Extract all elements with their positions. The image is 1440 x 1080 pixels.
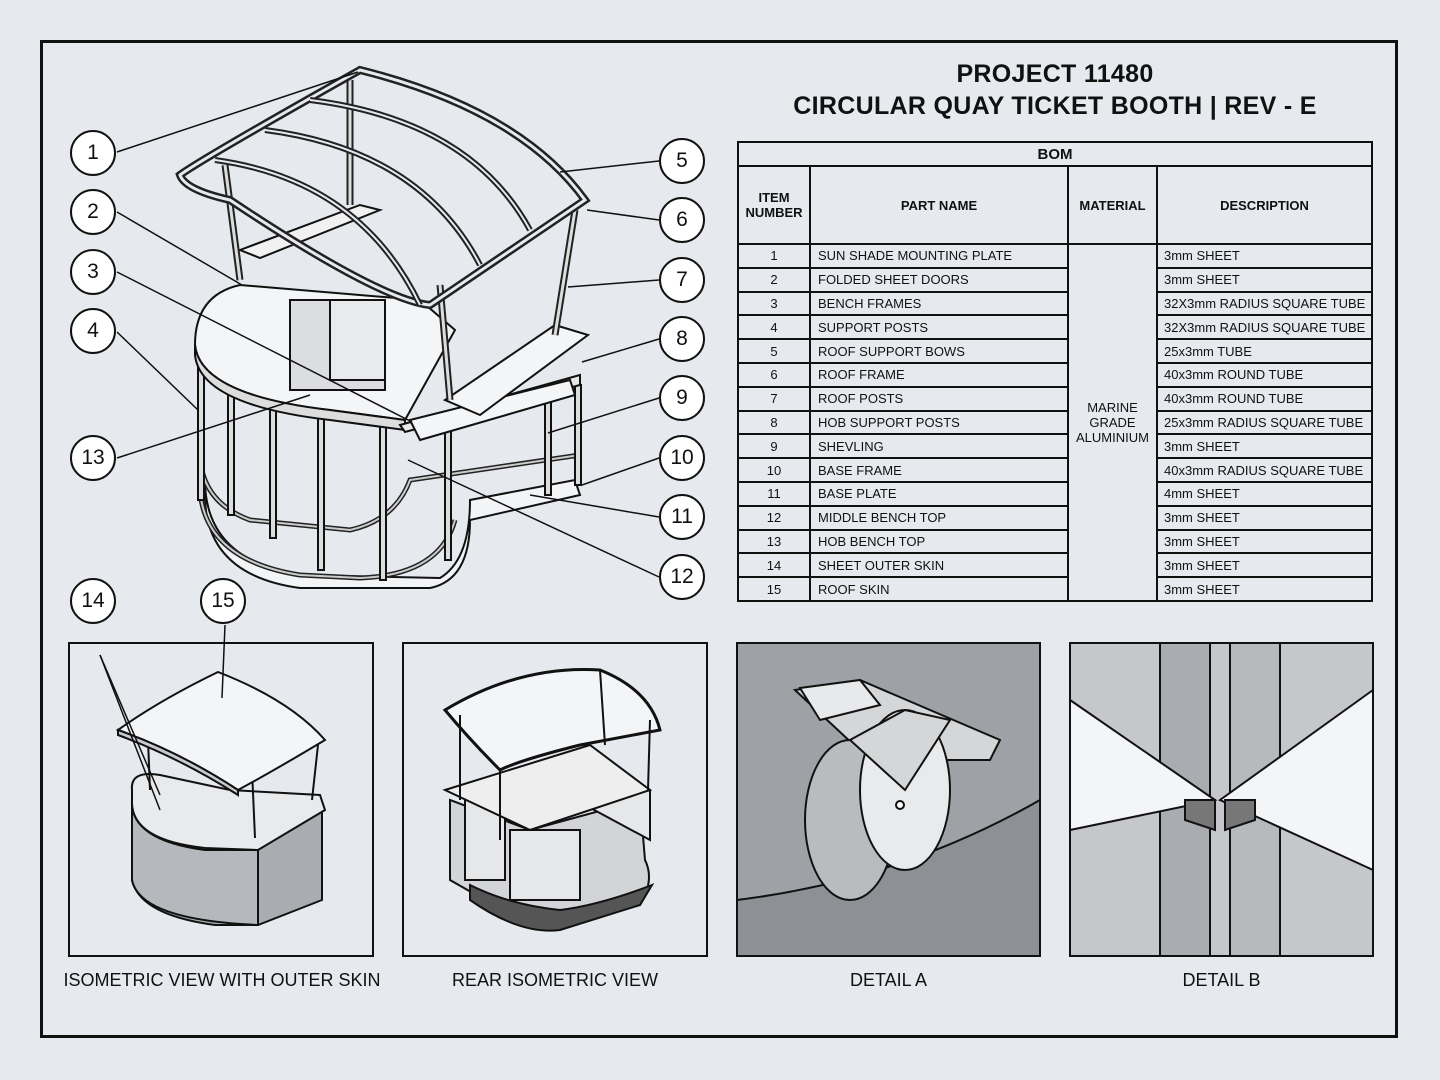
caption-detail-b: DETAIL B (1182, 970, 1261, 990)
callout-8: 8 (659, 316, 705, 362)
bom-description: 3mm SHEET (1156, 552, 1373, 579)
bom-part-name: SHEET OUTER SKIN (809, 552, 1069, 579)
callout-10: 10 (659, 435, 705, 481)
bom-part-name: MIDDLE BENCH TOP (809, 504, 1069, 531)
bom-table: BOM ITEM NUMBER PART NAME MATERIAL DESCR… (737, 141, 1373, 602)
caption-detail-a: DETAIL A (849, 970, 928, 990)
callout-11: 11 (659, 494, 705, 540)
bom-description: 32X3mm RADIUS SQUARE TUBE (1156, 314, 1373, 341)
bom-item-number: 15 (737, 576, 811, 602)
bom-description: 3mm SHEET (1156, 266, 1373, 293)
bom-description: 25x3mm TUBE (1156, 338, 1373, 364)
bom-description: 3mm SHEET (1156, 243, 1373, 269)
callout-6: 6 (659, 197, 705, 243)
caption-rear-iso: REAR ISOMETRIC VIEW (451, 970, 658, 990)
bom-part-name: SUPPORT POSTS (809, 314, 1069, 341)
callout-4: 4 (70, 308, 116, 354)
bom-part-name: HOB BENCH TOP (809, 528, 1069, 555)
callout-13: 13 (70, 435, 116, 481)
bom-part-name: ROOF SKIN (809, 576, 1069, 602)
bom-item-number: 10 (737, 457, 811, 483)
bom-item-number: 1 (737, 243, 811, 269)
bom-part-name: SUN SHADE MOUNTING PLATE (809, 243, 1069, 269)
bom-part-name: HOB SUPPORT POSTS (809, 409, 1069, 436)
bom-item-number: 5 (737, 338, 811, 364)
bom-item-number: 12 (737, 504, 811, 531)
bom-item-number: 11 (737, 480, 811, 507)
bom-description: 40x3mm RADIUS SQUARE TUBE (1156, 457, 1373, 483)
bom-description: 32X3mm RADIUS SQUARE TUBE (1156, 290, 1373, 317)
bom-heading: BOM (737, 141, 1373, 167)
bom-part-name: ROOF SUPPORT BOWS (809, 338, 1069, 364)
bom-part-name: FOLDED SHEET DOORS (809, 266, 1069, 293)
callout-14: 14 (70, 578, 116, 624)
bom-description: 3mm SHEET (1156, 528, 1373, 555)
bom-part-name: ROOF POSTS (809, 385, 1069, 412)
bom-item-number: 14 (737, 552, 811, 579)
bom-item-number: 9 (737, 433, 811, 460)
bom-description: 4mm SHEET (1156, 480, 1373, 507)
callout-3: 3 (70, 249, 116, 295)
bom-description: 3mm SHEET (1156, 433, 1373, 460)
callout-9: 9 (659, 375, 705, 421)
col-item-number: ITEM NUMBER (737, 165, 811, 245)
bom-item-number: 6 (737, 361, 811, 388)
bom-description: 25x3mm RADIUS SQUARE TUBE (1156, 409, 1373, 436)
col-description: DESCRIPTION (1156, 165, 1373, 245)
callout-1: 1 (70, 130, 116, 176)
callout-15: 15 (200, 578, 246, 624)
bom-part-name: ROOF FRAME (809, 361, 1069, 388)
bom-part-name: BASE PLATE (809, 480, 1069, 507)
col-material: MATERIAL (1067, 165, 1158, 245)
bom-item-number: 8 (737, 409, 811, 436)
callout-2: 2 (70, 189, 116, 235)
bom-part-name: SHEVLING (809, 433, 1069, 460)
col-part-name: PART NAME (809, 165, 1069, 245)
project-title: PROJECT 11480 (956, 60, 1154, 88)
bom-description: 40x3mm ROUND TUBE (1156, 361, 1373, 388)
bom-description: 40x3mm ROUND TUBE (1156, 385, 1373, 412)
callout-5: 5 (659, 138, 705, 184)
bom-item-number: 3 (737, 290, 811, 317)
bom-item-number: 13 (737, 528, 811, 555)
bom-part-name: BASE FRAME (809, 457, 1069, 483)
bom-item-number: 7 (737, 385, 811, 412)
caption-iso-skin: ISOMETRIC VIEW WITH OUTER SKIN (63, 970, 381, 990)
bom-item-number: 2 (737, 266, 811, 293)
bom-item-number: 4 (737, 314, 811, 341)
bom-description: 3mm SHEET (1156, 576, 1373, 602)
bom-material: MARINE GRADE ALUMINIUM (1067, 243, 1158, 602)
drawing-subtitle: CIRCULAR QUAY TICKET BOOTH | REV - E (793, 92, 1317, 120)
bom-part-name: BENCH FRAMES (809, 290, 1069, 317)
drawing-border (40, 40, 1398, 1038)
callout-12: 12 (659, 554, 705, 600)
callout-7: 7 (659, 257, 705, 303)
bom-description: 3mm SHEET (1156, 504, 1373, 531)
